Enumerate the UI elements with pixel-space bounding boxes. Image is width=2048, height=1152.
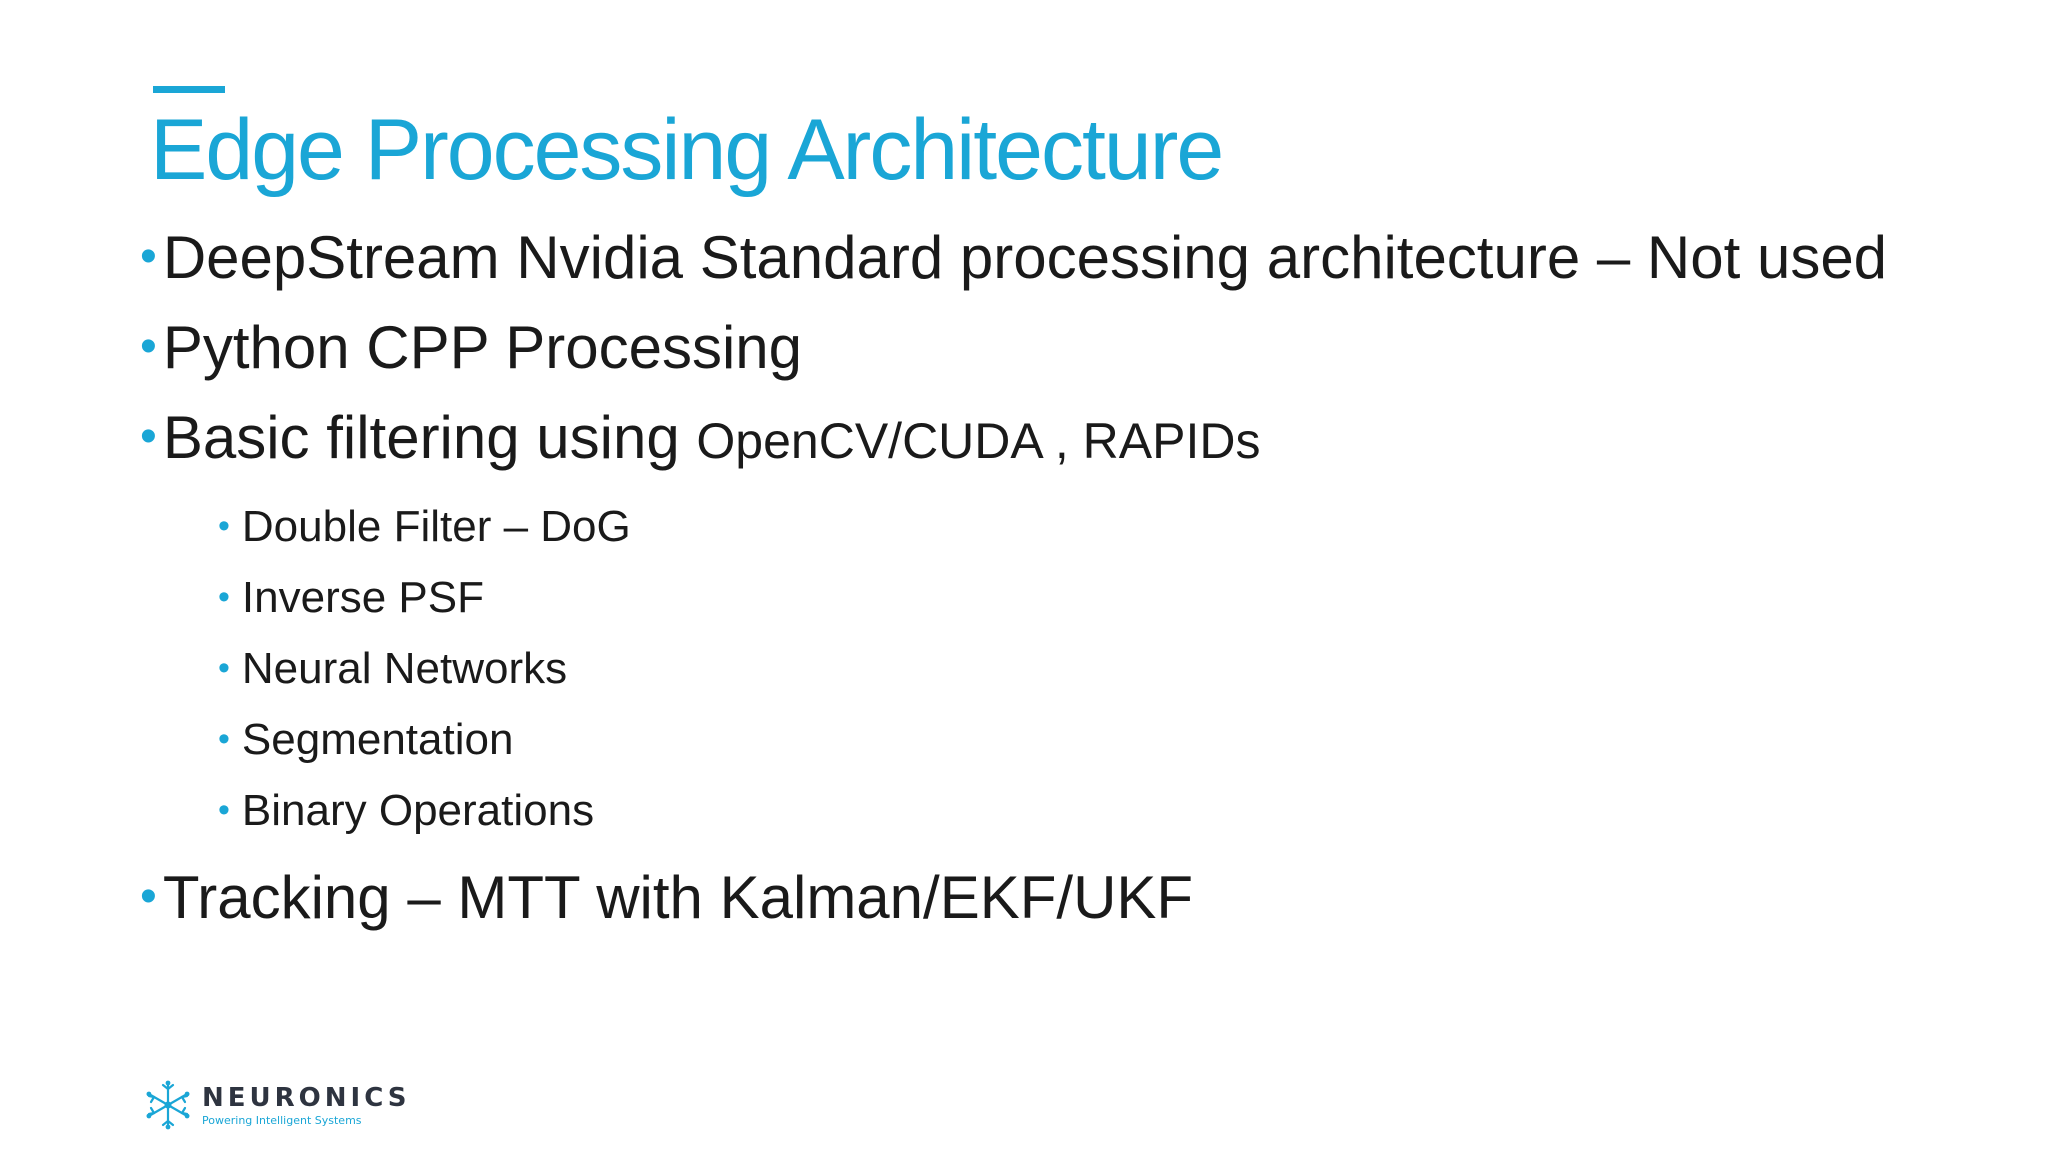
- bullet-item: •Tracking – MTT with Kalman/EKF/UKF: [140, 865, 1193, 931]
- logo-tagline: Powering Intelligent Systems: [202, 1113, 362, 1127]
- logo-text: NEURONICS Powering Intelligent Systems: [202, 1085, 410, 1126]
- sub-bullet-dot-icon: •: [218, 791, 230, 829]
- sub-bullet-text: Binary Operations: [241, 786, 595, 835]
- sub-bullet-text: Inverse PSF: [241, 573, 484, 622]
- company-logo: NEURONICS Powering Intelligent Systems: [140, 1074, 410, 1136]
- sub-bullet-text: Segmentation: [241, 715, 514, 764]
- bullet-text-small: OpenCV/CUDA , RAPIDs: [696, 413, 1261, 469]
- sub-bullet-item: • Binary Operations: [218, 786, 595, 835]
- sub-bullet-item: • Neural Networks: [218, 644, 568, 693]
- sub-bullet-text: Double Filter – DoG: [241, 502, 631, 551]
- sub-bullet-text: Neural Networks: [241, 644, 568, 693]
- bullet-item: •Basic filtering using OpenCV/CUDA , RAP…: [140, 405, 1260, 471]
- title-accent-bar: [153, 86, 225, 93]
- sub-bullet-dot-icon: •: [218, 578, 230, 616]
- bullet-item: •Python CPP Processing: [140, 315, 802, 381]
- bullet-dot-icon: •: [140, 230, 157, 283]
- sub-bullet-dot-icon: •: [218, 507, 230, 545]
- bullet-text: DeepStream Nvidia Standard processing ar…: [162, 224, 1888, 291]
- sub-bullet-item: • Double Filter – DoG: [218, 502, 631, 551]
- sub-bullet-item: • Inverse PSF: [218, 573, 484, 622]
- bullet-item: •DeepStream Nvidia Standard processing a…: [140, 225, 1887, 291]
- bullet-text: Python CPP Processing: [162, 314, 803, 381]
- bullet-dot-icon: •: [140, 320, 157, 373]
- slide-title: Edge Processing Architecture: [150, 102, 1224, 198]
- sub-bullet-dot-icon: •: [218, 720, 230, 758]
- neuron-snowflake-icon: [146, 1080, 190, 1130]
- bullet-text: Tracking – MTT with Kalman/EKF/UKF: [162, 864, 1194, 931]
- bullet-text: Basic filtering using: [162, 404, 697, 471]
- logo-name: NEURONICS: [202, 1082, 411, 1113]
- bullet-dot-icon: •: [140, 410, 157, 463]
- sub-bullet-item: • Segmentation: [218, 715, 514, 764]
- bullet-dot-icon: •: [140, 870, 157, 923]
- sub-bullet-dot-icon: •: [218, 649, 230, 687]
